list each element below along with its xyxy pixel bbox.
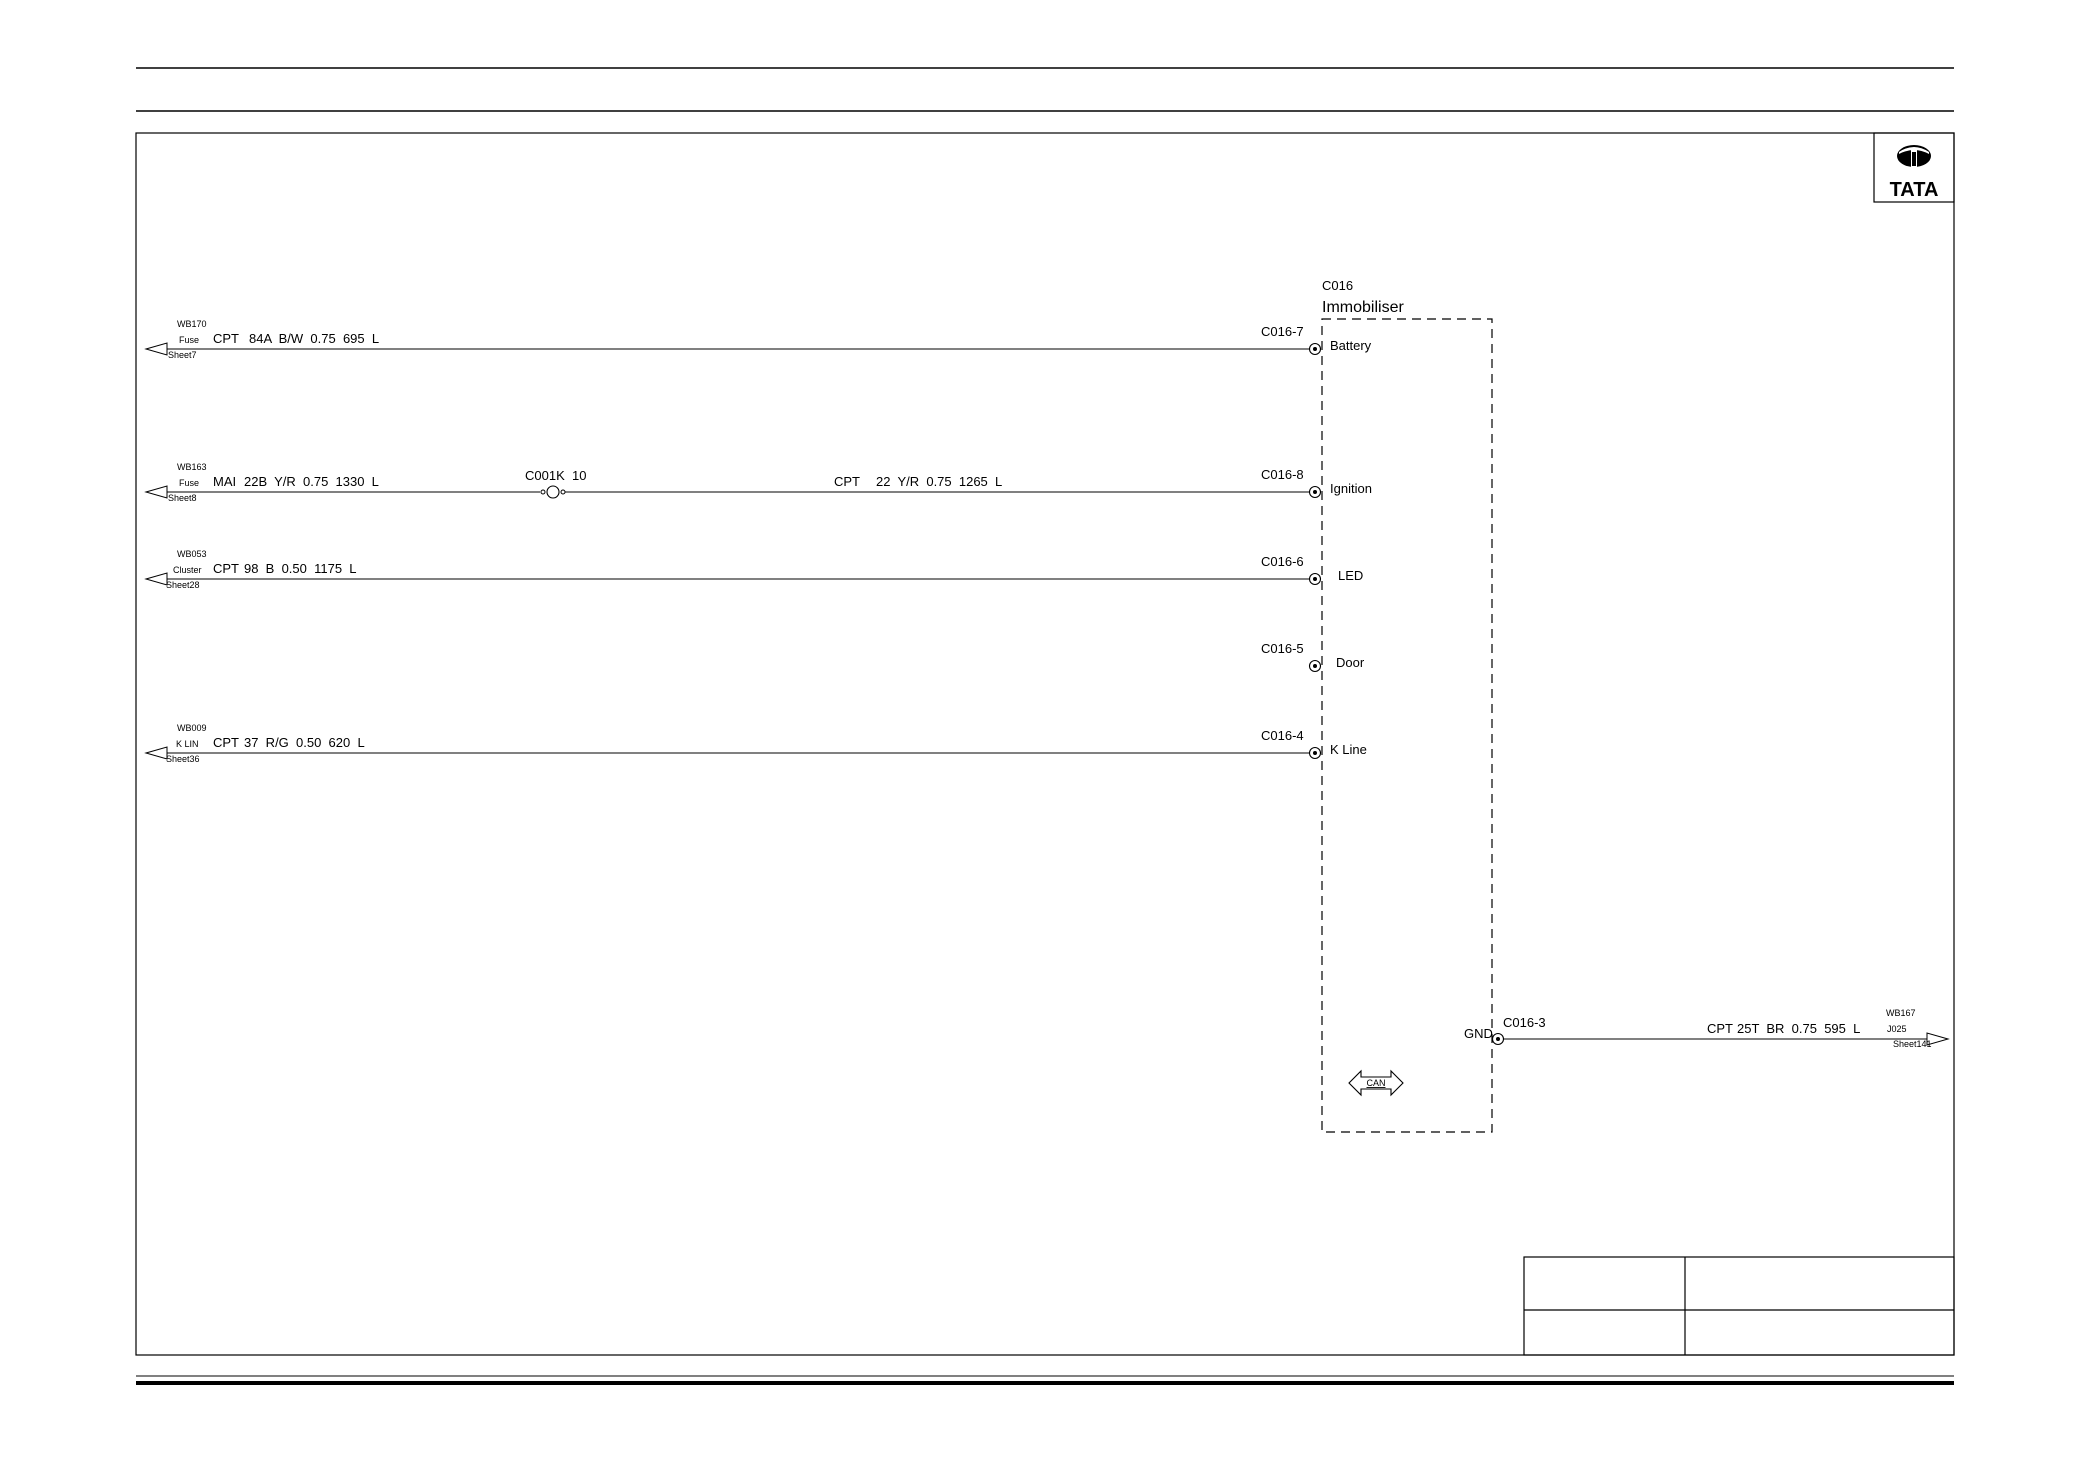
module-boundary — [1321, 318, 1493, 1133]
wire-ignition: WB163 Fuse Sheet8 MAI 22B Y/R 0.75 1330 … — [144, 462, 1372, 503]
pin-id: C016-6 — [1261, 554, 1304, 569]
wire-harness: CPT — [213, 735, 239, 750]
wire-dest: Fuse — [179, 335, 199, 345]
drawing-frame — [135, 132, 1955, 1356]
pin-id: C016-4 — [1261, 728, 1304, 743]
can-label: CAN — [1366, 1078, 1385, 1088]
pin-label: Ignition — [1330, 481, 1372, 496]
wire-dest: K LIN — [176, 739, 199, 749]
wire-spec: 37 R/G 0.50 620 L — [244, 735, 365, 750]
immobiliser-module: C016 Immobiliser CAN — [1321, 278, 1493, 1133]
pin-label: Door — [1336, 655, 1365, 670]
offsheet-arrow-left — [144, 746, 168, 760]
offsheet-arrow-left — [144, 342, 168, 356]
wire-harness: MAI — [213, 474, 236, 489]
wire-dest: Fuse — [179, 478, 199, 488]
pin-label: GND — [1464, 1026, 1493, 1041]
pin-id: C016-5 — [1261, 641, 1304, 656]
wire-sheet: Sheet7 — [168, 350, 197, 360]
wire-battery: WB170 Fuse Sheet7 CPT 84A B/W 0.75 695 L… — [144, 319, 1372, 360]
wire-ref: WB167 — [1886, 1008, 1916, 1018]
wire-ref: WB009 — [177, 723, 207, 733]
wire-sheet: Sheet36 — [166, 754, 200, 764]
wire-harness: CPT — [1707, 1021, 1733, 1036]
tata-logo: TATA — [1873, 132, 1955, 203]
wire-dest: Cluster — [173, 565, 202, 575]
wire-ref: WB163 — [177, 462, 207, 472]
pin-id: C016-3 — [1503, 1015, 1546, 1030]
wire-harness: CPT — [213, 331, 239, 346]
wire-spec-2: 22 Y/R 0.75 1265 L — [876, 474, 1002, 489]
pin-id: C016-7 — [1261, 324, 1304, 339]
wire-harness-2: CPT — [834, 474, 860, 489]
wire-ref: WB170 — [177, 319, 207, 329]
offsheet-arrow-left — [144, 485, 168, 499]
pin-label: LED — [1338, 568, 1363, 583]
wire-spec: 25T BR 0.75 595 L — [1737, 1021, 1860, 1036]
inline-connector-label: C001K 10 — [525, 468, 586, 483]
wire-sheet: Sheet141 — [1893, 1039, 1932, 1049]
pin-label: K Line — [1330, 742, 1367, 757]
wire-harness: CPT — [213, 561, 239, 576]
wire-sheet: Sheet28 — [166, 580, 200, 590]
wire-gnd: GND C016-3 CPT 25T BR 0.75 595 L WB167 J… — [1464, 1008, 1950, 1049]
offsheet-arrow-left — [144, 572, 168, 586]
wire-k-line: WB009 K LIN Sheet36 CPT 37 R/G 0.50 620 … — [144, 723, 1367, 764]
title-block — [1523, 1256, 1955, 1356]
offsheet-arrow-right — [1926, 1032, 1950, 1046]
wire-spec: 98 B 0.50 1175 L — [244, 561, 357, 576]
pin-label: Battery — [1330, 338, 1372, 353]
wire-spec: 22B Y/R 0.75 1330 L — [244, 474, 379, 489]
wire-ref: WB053 — [177, 549, 207, 559]
pin-door: C016-5 Door — [1261, 641, 1365, 673]
wire-led: WB053 Cluster Sheet28 CPT 98 B 0.50 1175… — [144, 549, 1363, 590]
wire-spec: 84A B/W 0.75 695 L — [249, 331, 379, 346]
module-name: Immobiliser — [1322, 299, 1404, 316]
pin-id: C016-8 — [1261, 467, 1304, 482]
module-code: C016 — [1322, 278, 1353, 293]
inline-connector — [540, 485, 566, 499]
can-bus-arrow — [1348, 1069, 1404, 1097]
logo-text: TATA — [1890, 179, 1939, 201]
wire-sheet: Sheet8 — [168, 493, 197, 503]
wire-dest: J025 — [1887, 1024, 1907, 1034]
